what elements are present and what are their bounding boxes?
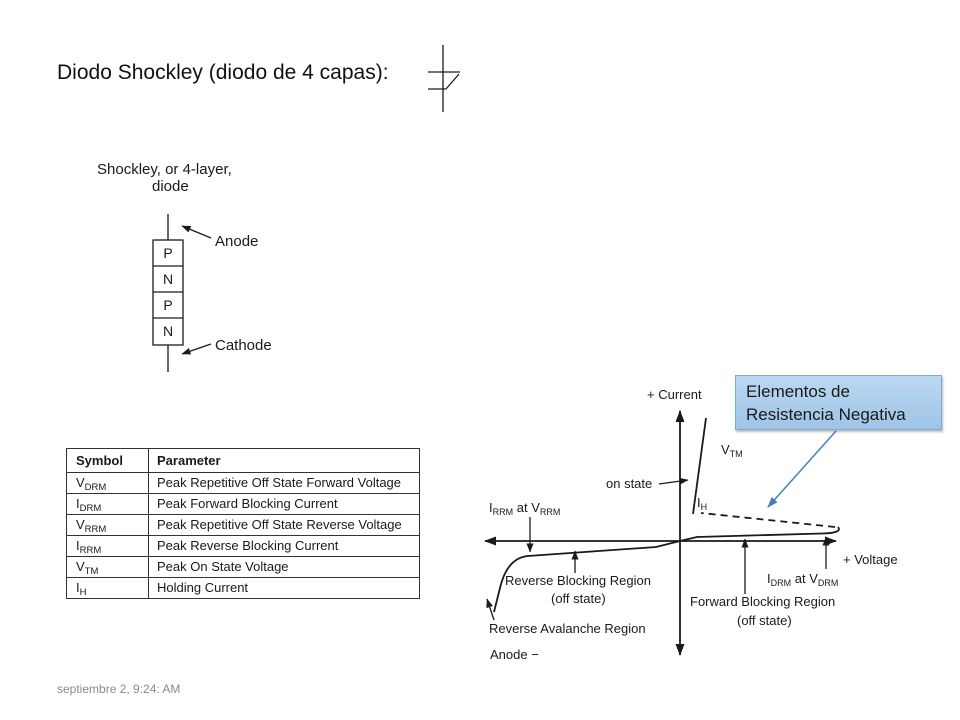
- cathode-pointer-arrow: [181, 343, 212, 355]
- reverse-blocking-region-label: Reverse Blocking Region: [505, 573, 651, 588]
- anode-label: Anode: [215, 233, 258, 250]
- symbol-subscript: DRM: [84, 482, 107, 493]
- header-symbol: Symbol: [67, 449, 149, 472]
- header-parameter: Parameter: [157, 453, 221, 468]
- parameter-cell: Peak Reverse Blocking Current: [157, 538, 339, 553]
- table-row: IH Holding Current: [67, 577, 419, 598]
- layer-letter-3: P: [163, 297, 172, 313]
- callout-line-2: Resistencia Negativa: [746, 405, 906, 424]
- vtm-label: VTM: [721, 442, 743, 459]
- symbol-cell: IH: [67, 578, 149, 598]
- idrm-at-vdrm-label: IDRM at VDRM: [767, 571, 838, 588]
- ih-label: IH: [697, 495, 707, 512]
- negative-resistance-callout: Elementos de Resistencia Negativa: [735, 375, 942, 430]
- symbol-cell: IDRM: [67, 494, 149, 514]
- table-row: IRRM Peak Reverse Blocking Current: [67, 535, 419, 556]
- symbol-cell: VRRM: [67, 515, 149, 535]
- table-row: VTM Peak On State Voltage: [67, 556, 419, 577]
- irrm-label-mid: at V: [513, 500, 540, 515]
- footer-date: septiembre 2, 9:24: AM: [57, 682, 181, 696]
- symbol-subscript: RRM: [79, 545, 102, 556]
- slide-title: Diodo Shockley (diodo de 4 capas):: [57, 61, 389, 84]
- table-row: VRRM Peak Repetitive Off State Reverse V…: [67, 514, 419, 535]
- callout-pointer-arrow: [767, 430, 837, 508]
- layer-letter-4: N: [163, 323, 173, 339]
- ih-label-subscript: H: [701, 502, 708, 512]
- forward-blocking-curve: [679, 526, 840, 542]
- irrm-label-subscript: RRM: [493, 507, 514, 517]
- parameter-cell: Peak Forward Blocking Current: [157, 496, 338, 511]
- negative-resistance-dashed-line: [700, 512, 836, 528]
- reverse-avalanche-region-label: Reverse Avalanche Region: [489, 621, 646, 636]
- current-axis-label: + Current: [647, 387, 702, 402]
- vtm-label-subscript: TM: [730, 449, 743, 459]
- layer-letter-1: P: [163, 245, 172, 261]
- reverse-avalanche-pointer-arrow: [486, 598, 495, 621]
- table-row: VDRM Peak Repetitive Off State Forward V…: [67, 473, 419, 493]
- reverse-blocking-off-state-label: (off state): [551, 591, 606, 606]
- parameter-cell: Peak Repetitive Off State Forward Voltag…: [157, 475, 402, 490]
- irrm-at-vrrm-label: IRRM at VRRM: [489, 500, 560, 517]
- anode-pointer-arrow: [181, 225, 212, 239]
- symbol-subscript: H: [79, 587, 87, 598]
- symbol-cell: IRRM: [67, 536, 149, 556]
- cathode-label: Cathode: [215, 337, 272, 354]
- parameter-table: Symbol Parameter VDRM Peak Repetitive Of…: [66, 448, 420, 599]
- forward-blocking-region-label: Forward Blocking Region: [690, 594, 835, 609]
- layer-letter-2: N: [163, 271, 173, 287]
- idrm-label-subscript: DRM: [771, 578, 792, 588]
- vrrm-label-subscript: RRM: [540, 507, 561, 517]
- parameter-cell: Peak On State Voltage: [157, 559, 289, 574]
- parameter-cell: Peak Repetitive Off State Reverse Voltag…: [157, 517, 402, 532]
- forward-blocking-off-state-label: (off state): [737, 613, 792, 628]
- idrm-label-base: I: [767, 571, 771, 586]
- layer-stack-box: [152, 239, 184, 346]
- callout-line-1: Elementos de: [746, 382, 850, 401]
- symbol-base: I: [76, 496, 80, 511]
- voltage-axis-label: + Voltage: [843, 552, 898, 567]
- reverse-blocking-curve: [493, 540, 681, 613]
- on-state-pointer-arrow: [658, 477, 689, 485]
- symbol-base: V: [76, 475, 85, 490]
- on-state-label: on state: [606, 476, 652, 491]
- symbol-cell: VTM: [67, 557, 149, 577]
- layer-diagram-caption-line1: Shockley, or 4-layer,: [97, 161, 232, 178]
- layer-diagram-caption-line2: diode: [152, 178, 189, 195]
- symbol-base: I: [76, 538, 80, 553]
- table-row: IDRM Peak Forward Blocking Current: [67, 493, 419, 514]
- irrm-label-base: I: [489, 500, 493, 515]
- table-header-row: Symbol Parameter: [67, 449, 419, 473]
- shockley-diode-symbol-icon: [428, 45, 460, 112]
- symbol-base: V: [76, 517, 85, 532]
- vdrm-label-subscript: DRM: [818, 578, 839, 588]
- anode-negative-label: Anode −: [490, 647, 539, 662]
- on-state-curve: [692, 417, 707, 515]
- symbol-base: I: [76, 580, 80, 595]
- symbol-diagonal: [445, 73, 460, 90]
- symbol-base: V: [76, 559, 85, 574]
- ih-label-base: I: [697, 495, 701, 510]
- symbol-cell: VDRM: [67, 473, 149, 493]
- four-layer-diagram: Shockley, or 4-layer, diode P N P N Anod…: [97, 161, 272, 372]
- idrm-label-mid: at V: [791, 571, 818, 586]
- vtm-label-base: V: [721, 442, 730, 457]
- symbol-subscript: TM: [84, 566, 99, 577]
- parameter-cell: Holding Current: [157, 580, 249, 595]
- symbol-subscript: DRM: [79, 503, 102, 514]
- symbol-subscript: RRM: [84, 524, 107, 535]
